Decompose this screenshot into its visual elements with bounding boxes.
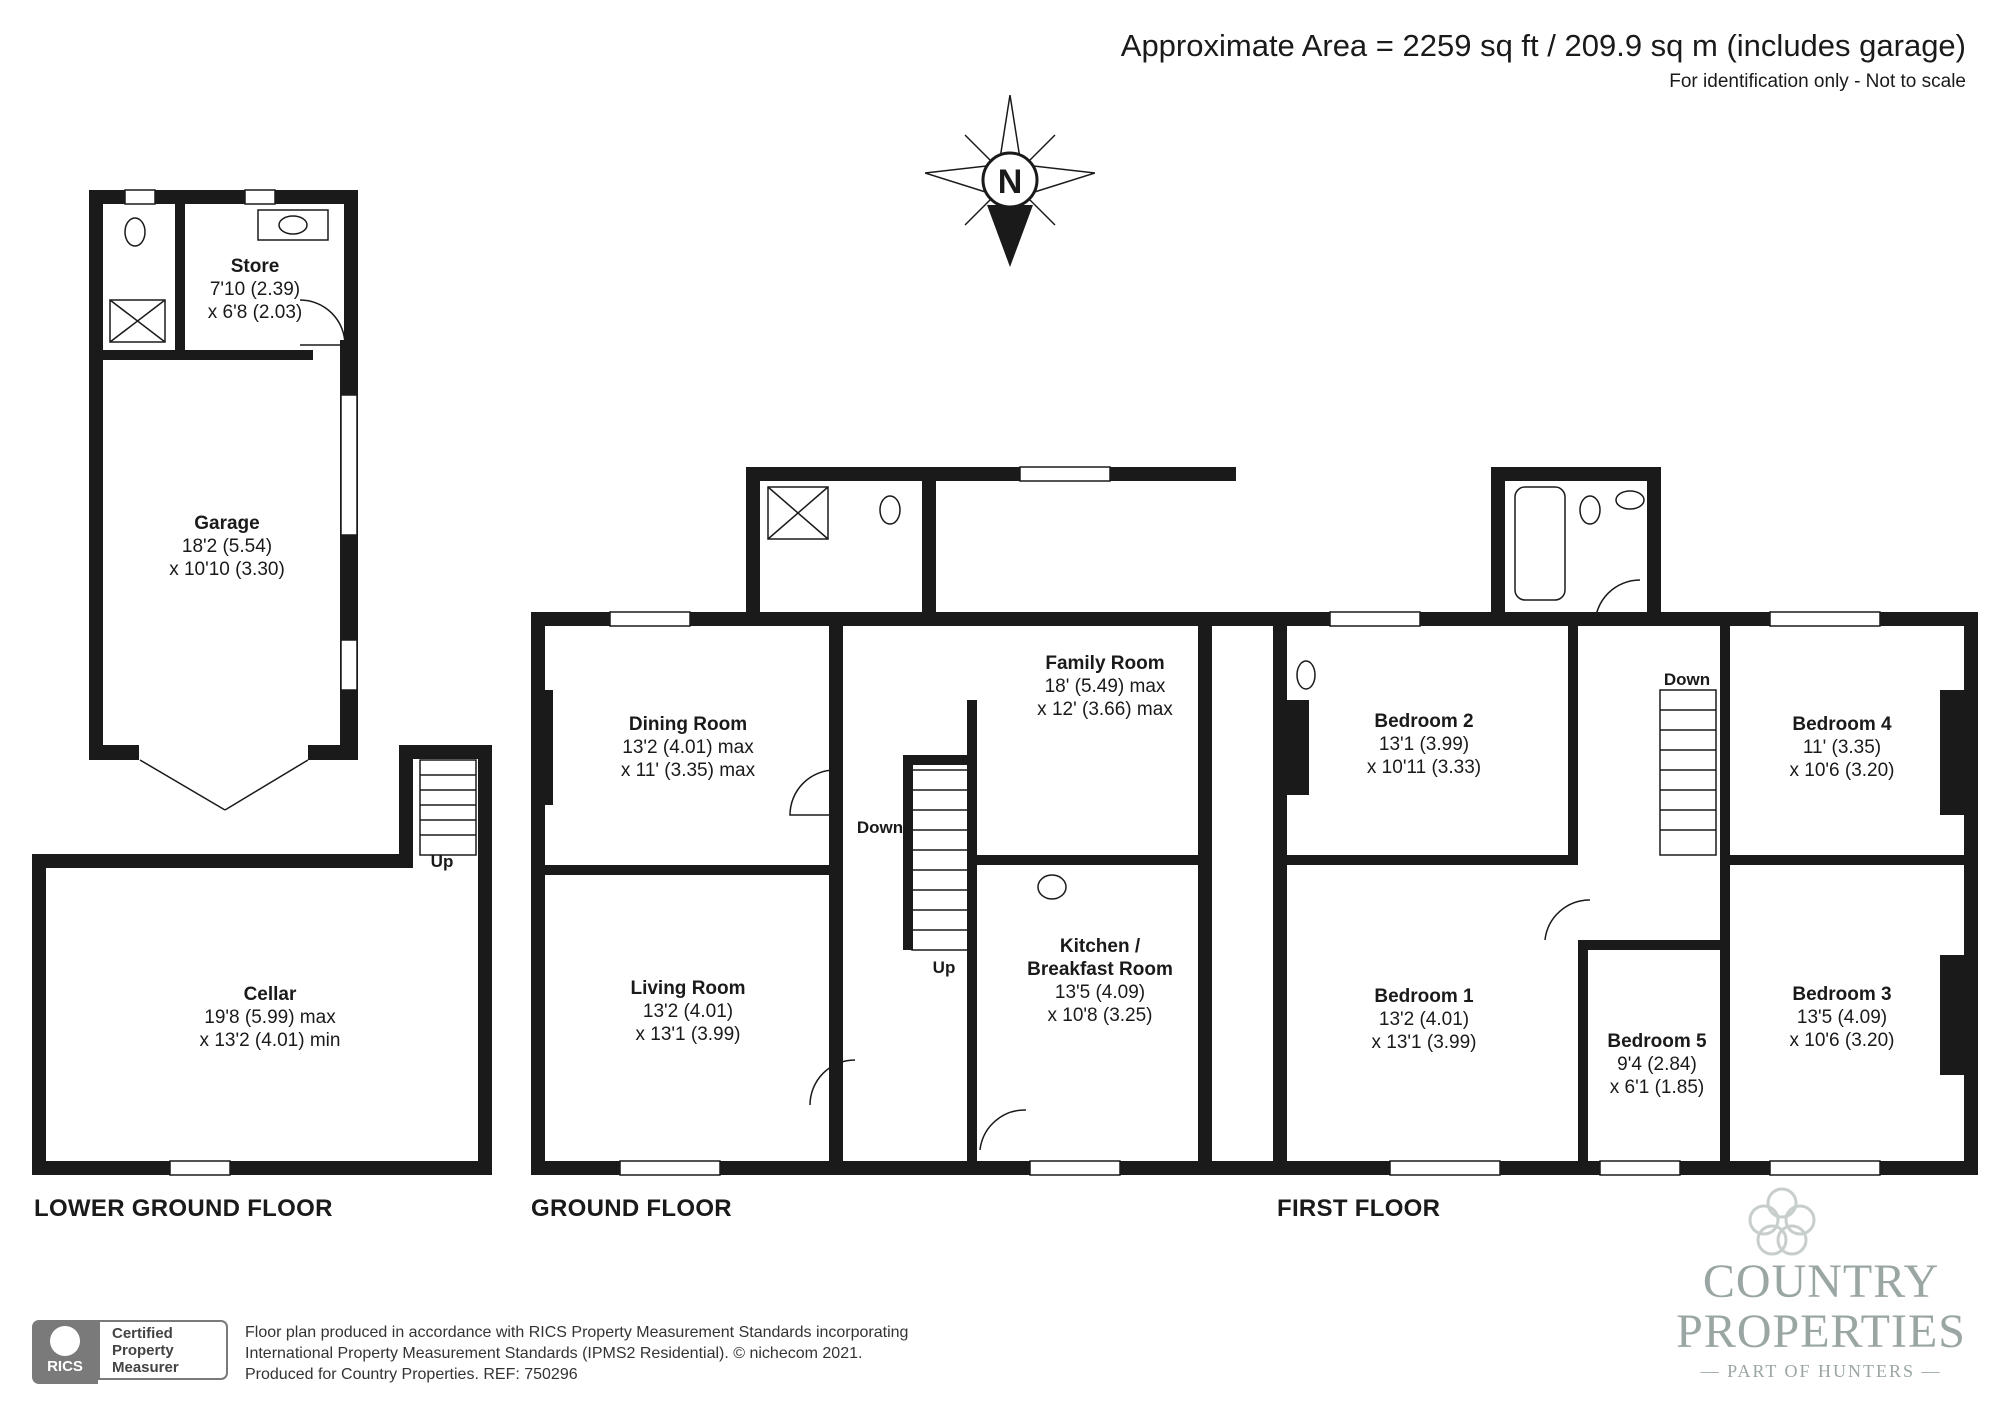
room-dim: 13'2 (4.01) <box>1378 1009 1470 1030</box>
floor-label-first: FIRST FLOOR <box>1277 1195 1441 1222</box>
room-name: Bedroom 2 <box>1374 711 1474 732</box>
room-dim: x 10'10 (3.30) <box>169 559 285 580</box>
room-dim: x 11' (3.35) max <box>620 760 756 781</box>
rics-cert-line: Property <box>112 1342 174 1359</box>
room-dim: x 6'1 (1.85) <box>1609 1077 1705 1098</box>
room-name: Bedroom 4 <box>1792 714 1892 735</box>
room-name: Garage <box>194 513 260 534</box>
room-bedroom-4: Bedroom 4 11' (3.35) x 10'6 (3.20) <box>1789 713 1894 782</box>
rics-logo-text: RICS <box>47 1358 83 1375</box>
room-dim: x 10'6 (3.20) <box>1789 1030 1895 1051</box>
footer-line: Produced for Country Properties. REF: 75… <box>245 1366 578 1383</box>
fixtures <box>109 209 1645 900</box>
room-name: Bedroom 3 <box>1792 984 1892 1005</box>
floor-label-lower-ground: LOWER GROUND FLOOR <box>34 1195 333 1222</box>
room-dim: 7'10 (2.39) <box>209 279 301 300</box>
room-dim: x 12' (3.66) max <box>1037 699 1173 720</box>
door-swings <box>139 299 1641 1151</box>
room-name: Bedroom 1 <box>1374 986 1474 1007</box>
stairs-up-label: Up <box>430 852 454 871</box>
room-dim: x 13'1 (3.99) <box>635 1024 741 1045</box>
stairs-up-label: Up <box>932 958 956 977</box>
rics-logo: RICS <box>32 1320 98 1384</box>
rics-cert-line: Certified <box>112 1325 173 1342</box>
room-dim: 13'5 (4.09) <box>1796 1007 1888 1028</box>
room-bedroom-5: Bedroom 5 9'4 (2.84) x 6'1 (1.85) <box>1607 1030 1706 1099</box>
room-dim: x 10'11 (3.33) <box>1366 757 1482 778</box>
country-properties-logo: COUNTRY PROPERTIES — PART OF HUNTERS — <box>1676 1257 1966 1382</box>
stairs-down-label: Down <box>856 818 904 837</box>
room-name: Store <box>230 256 280 277</box>
room-dim: 9'4 (2.84) <box>1617 1054 1697 1075</box>
room-dim: 13'2 (4.01) <box>642 1001 734 1022</box>
room-name: Living Room <box>630 978 746 999</box>
room-dim: x 6'8 (2.03) <box>207 302 303 323</box>
stairs-down-label: Down <box>1663 670 1711 689</box>
footer-line: Floor plan produced in accordance with R… <box>245 1324 909 1341</box>
room-name: Breakfast Room <box>1027 959 1173 980</box>
rics-cert-line: Measurer <box>112 1359 179 1376</box>
room-bedroom-1: Bedroom 1 13'2 (4.01) x 13'1 (3.99) <box>1371 985 1476 1054</box>
north-compass-icon: N <box>925 95 1095 267</box>
room-name: Dining Room <box>628 714 748 735</box>
room-kitchen: Kitchen / Breakfast Room 13'5 (4.09) x 1… <box>1027 935 1173 1027</box>
room-name: Bedroom 5 <box>1607 1031 1707 1052</box>
room-dim: 11' (3.35) <box>1802 737 1882 758</box>
room-dim: x 13'2 (4.01) min <box>199 1030 341 1051</box>
windows <box>124 189 1881 1176</box>
room-dim: x 10'6 (3.20) <box>1789 760 1895 781</box>
approximate-area: Approximate Area = 2259 sq ft / 209.9 sq… <box>1120 28 1966 63</box>
brand-flower-icon <box>1748 1187 1816 1256</box>
room-bedroom-2: Bedroom 2 13'1 (3.99) x 10'11 (3.33) <box>1367 710 1481 779</box>
rics-certification: Certified Property Measurer <box>98 1320 228 1380</box>
brand-line: COUNTRY <box>1702 1255 1940 1308</box>
room-dining: Dining Room 13'2 (4.01) max x 11' (3.35)… <box>621 713 755 782</box>
room-family: Family Room 18' (5.49) max x 12' (3.66) … <box>1037 652 1173 721</box>
room-store: Store 7'10 (2.39) x 6'8 (2.03) <box>208 255 302 324</box>
compass-letter: N <box>998 163 1023 201</box>
scale-note: For identification only - Not to scale <box>1669 71 1966 92</box>
room-bedroom-3: Bedroom 3 13'5 (4.09) x 10'6 (3.20) <box>1789 983 1894 1052</box>
room-living: Living Room 13'2 (4.01) x 13'1 (3.99) <box>630 977 745 1046</box>
room-name: Kitchen / <box>1059 936 1141 957</box>
floor-label-ground: GROUND FLOOR <box>531 1195 732 1222</box>
staircases <box>419 689 1717 951</box>
room-dim: 18' (5.49) max <box>1044 676 1166 697</box>
room-dim: 19'8 (5.99) max <box>204 1007 336 1028</box>
room-dim: 18'2 (5.54) <box>181 536 273 557</box>
room-dim: x 13'1 (3.99) <box>1371 1032 1477 1053</box>
rics-crest-icon <box>50 1326 80 1356</box>
brand-line: PROPERTIES <box>1676 1305 1966 1358</box>
footer-note: Floor plan produced in accordance with R… <box>245 1322 908 1385</box>
room-dim: x 10'8 (3.25) <box>1047 1005 1153 1026</box>
room-dim: 13'2 (4.01) max <box>622 737 754 758</box>
brand-tagline: — PART OF HUNTERS — <box>1700 1361 1942 1381</box>
room-name: Cellar <box>243 984 297 1005</box>
room-garage: Garage 18'2 (5.54) x 10'10 (3.30) <box>169 512 285 581</box>
room-name: Family Room <box>1045 653 1165 674</box>
room-dim: 13'1 (3.99) <box>1378 734 1470 755</box>
room-dim: 13'5 (4.09) <box>1054 982 1146 1003</box>
room-cellar: Cellar 19'8 (5.99) max x 13'2 (4.01) min <box>200 983 341 1052</box>
footer-line: International Property Measurement Stand… <box>245 1345 863 1362</box>
rics-certified-badge: RICS Certified Property Measurer <box>32 1320 232 1384</box>
